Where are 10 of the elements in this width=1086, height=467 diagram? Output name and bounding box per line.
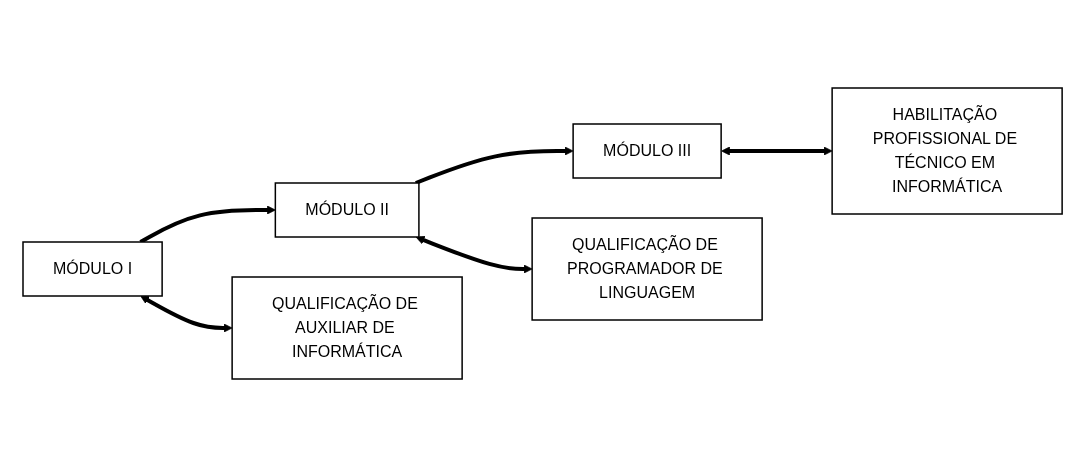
node-box: HABILITAÇÃO PROFISSIONAL DE TÉCNICO EM INFORMÁTICA xyxy=(831,87,1064,215)
arrow xyxy=(140,295,233,333)
arrow xyxy=(416,235,533,274)
node-box: QUALIFICAÇÃO DE AUXILIAR DE INFORMÁTICA xyxy=(231,276,464,380)
node-box: QUALIFICAÇÃO DE PROGRAMADOR DE LINGUAGEM xyxy=(531,217,764,321)
arrow xyxy=(721,146,833,156)
arrow xyxy=(415,146,574,185)
node-box: MÓDULO II xyxy=(275,182,421,238)
node-box: MÓDULO III xyxy=(572,123,723,179)
node-box: MÓDULO I xyxy=(22,241,164,297)
